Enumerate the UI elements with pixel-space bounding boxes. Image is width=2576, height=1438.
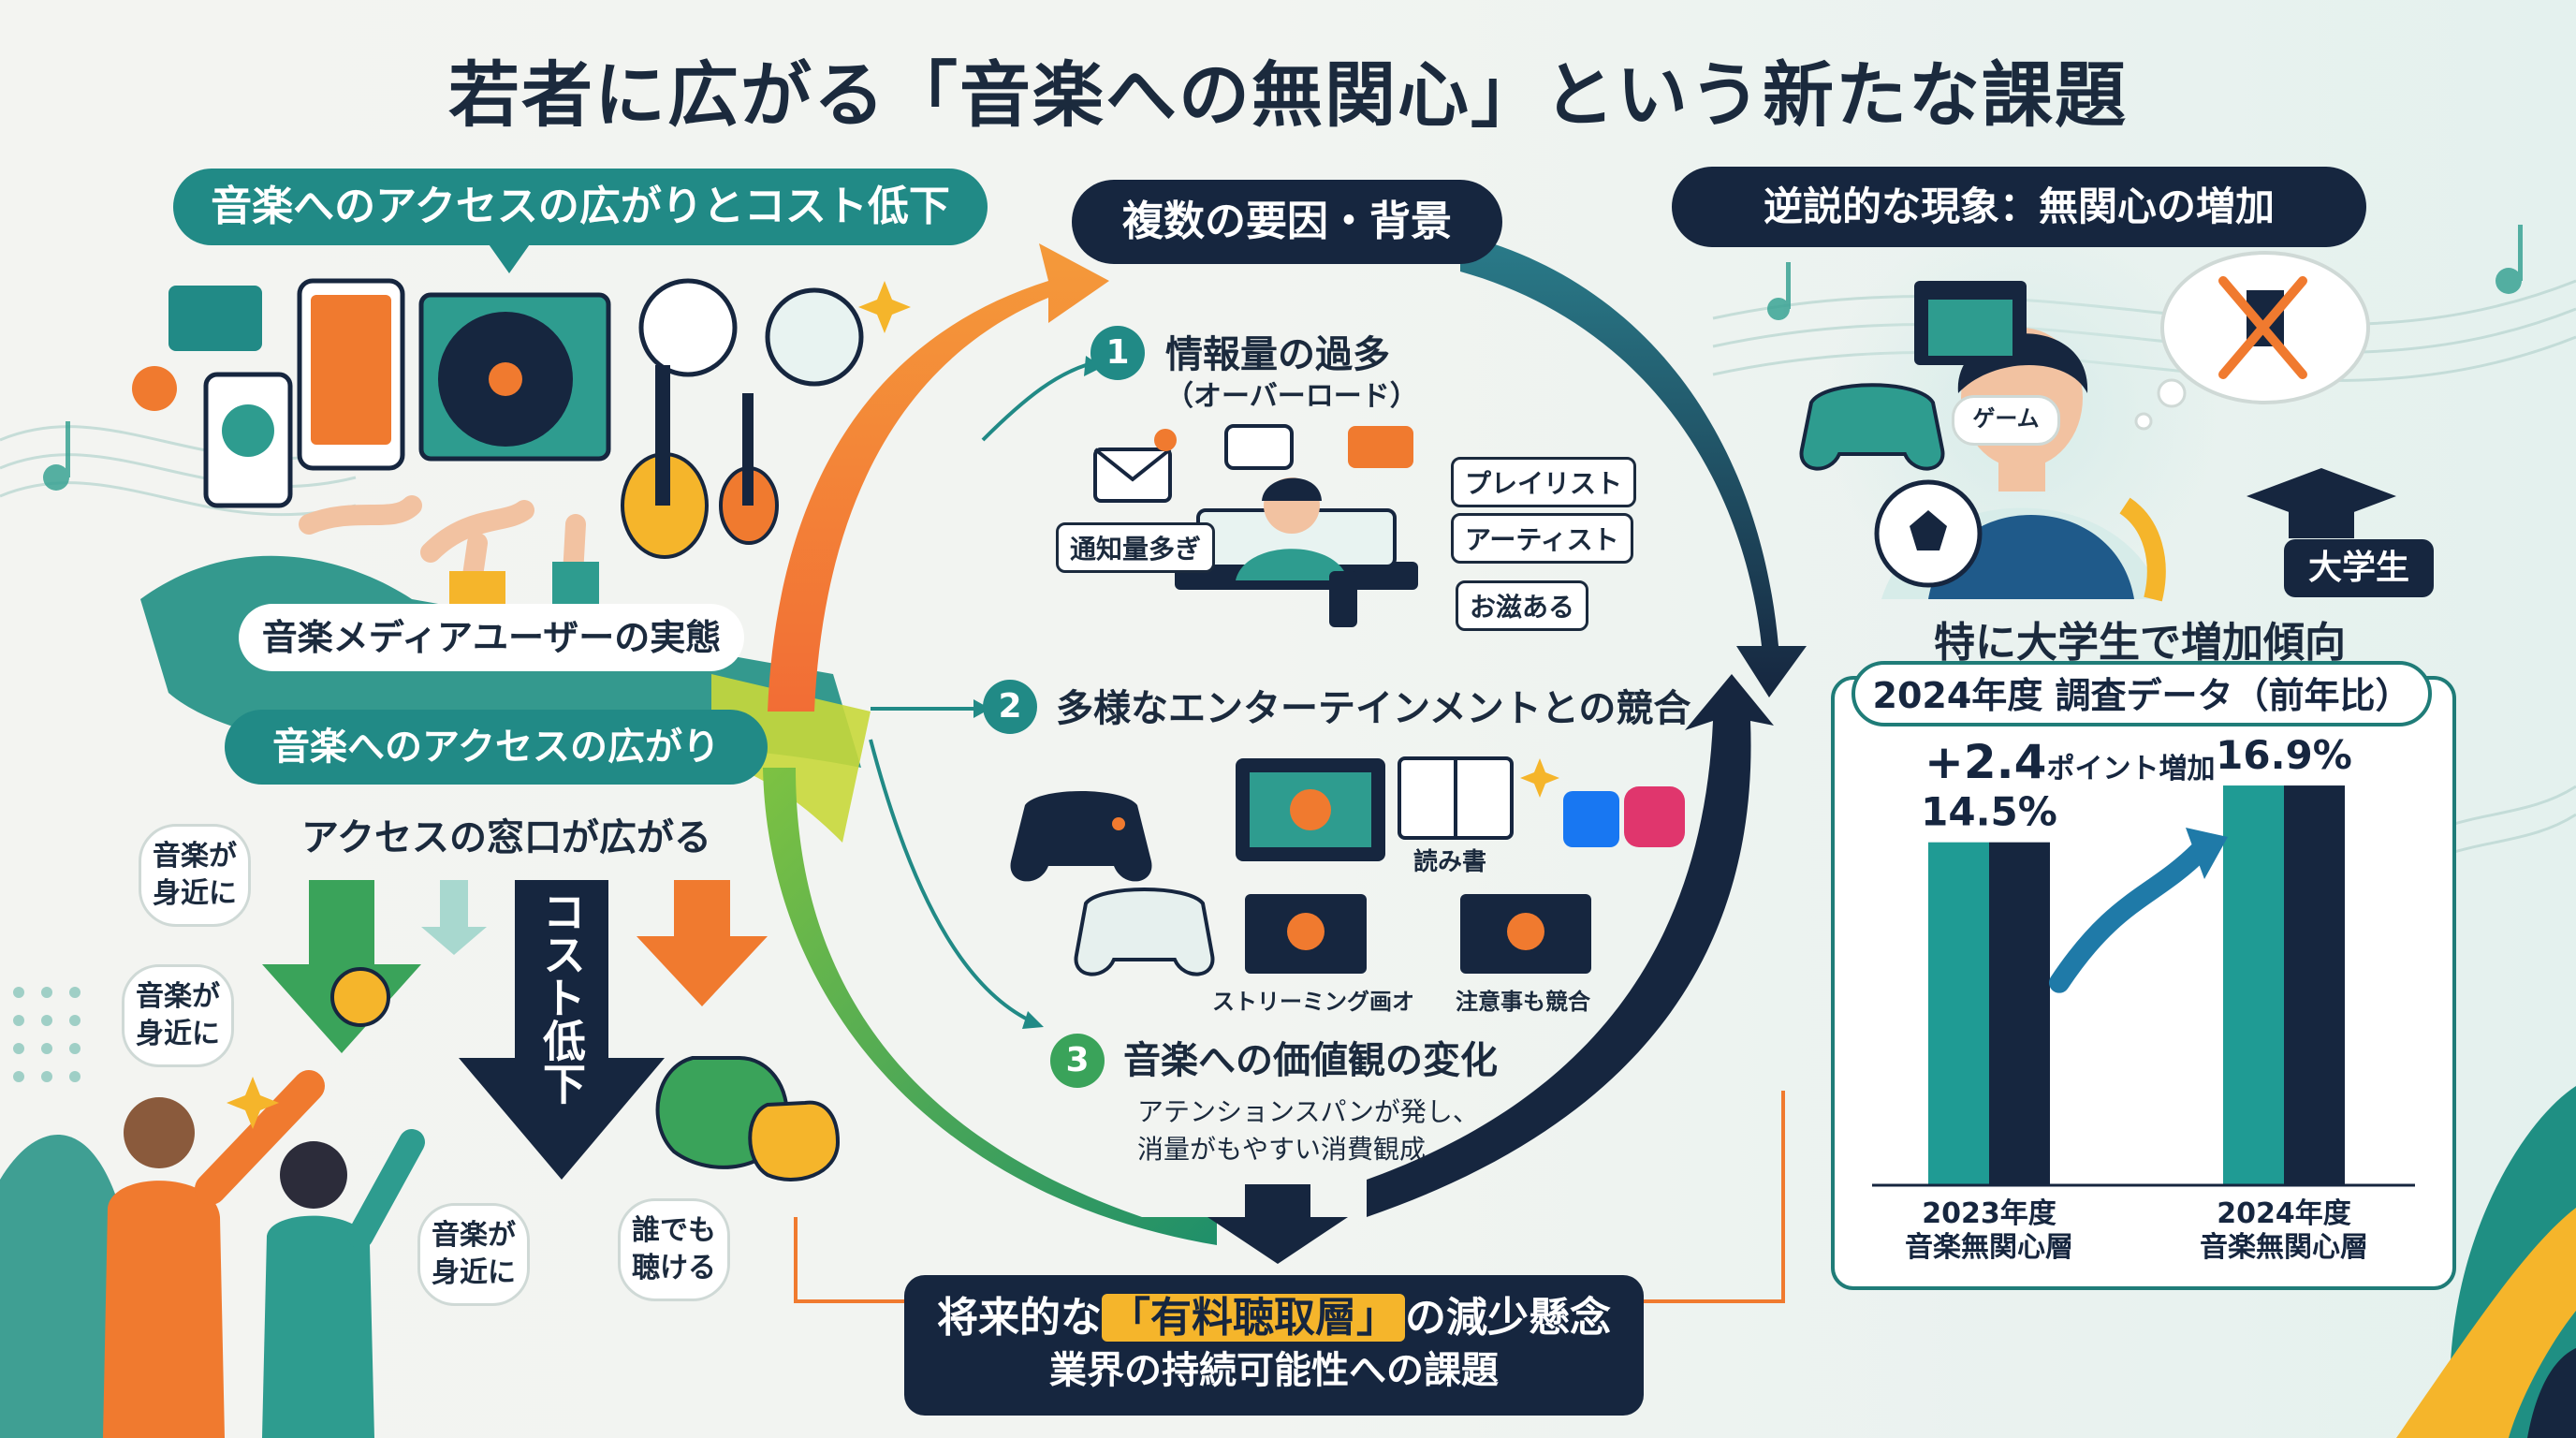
label-streaming: ストリーミング画オ xyxy=(1212,989,1414,1015)
trend-arrow xyxy=(2049,841,2210,993)
left-header: 音楽へのアクセスの広がりとコスト低下 xyxy=(173,169,988,245)
right-header: 逆説的な現象：無関心の増加 xyxy=(1672,167,2366,247)
bar-1-light xyxy=(1928,842,1989,1185)
bubble-near-2: 音楽が身近に xyxy=(122,964,234,1067)
bar-value-label-1: 14.5% xyxy=(1921,789,2057,835)
factor3-title: 音楽への価値観の変化 xyxy=(1123,1039,1498,1082)
conclusion-post: の減少懸念 xyxy=(1405,1294,1611,1342)
chart-title: 2024年度 調査データ（前年比） xyxy=(1852,661,2432,726)
cycle-arrow-green xyxy=(763,768,1217,1245)
game-bubble: ゲーム xyxy=(1952,395,2060,446)
feedback-line-left xyxy=(794,1217,904,1303)
left-header-pointer xyxy=(487,242,532,273)
conclusion-line-2: 業界の持続可能性への課題 xyxy=(1049,1349,1499,1392)
category-label-2-2: 音楽無関心層 xyxy=(2200,1231,2368,1264)
bubble-near-3: 音楽が身近に xyxy=(417,1203,530,1306)
factor3-desc-1: アテンションスパンが発し、 xyxy=(1137,1096,1479,1127)
bar-2-dark xyxy=(2284,785,2345,1185)
factor1-title: 情報量の過多 xyxy=(1165,333,1390,376)
page-title: 若者に広がる「音楽への無関心」という新たな課題 xyxy=(448,53,2128,137)
trend-arrow-head xyxy=(2186,828,2228,880)
cycle-arrow-navy-top xyxy=(1460,234,1807,697)
users-label: 音楽メディアユーザーの実態 xyxy=(239,604,744,671)
cost-label: コスト低下 xyxy=(536,889,587,1105)
bar-2-light xyxy=(2223,785,2284,1185)
factor2-number: 2 xyxy=(983,680,1037,734)
student-illustration xyxy=(1799,251,2396,602)
tag-artist: アーティスト xyxy=(1451,513,1633,564)
factor3-number: 3 xyxy=(1050,1034,1105,1088)
category-label-1-1: 2023年度 xyxy=(1922,1197,2056,1230)
tag-notifications: 通知量多ぎ xyxy=(1056,522,1216,573)
cycle-arrow-orange xyxy=(768,243,1109,712)
category-label-1-2: 音楽無関心層 xyxy=(1905,1231,2073,1264)
sparkles xyxy=(227,281,1559,1129)
bottom-down-arrow xyxy=(1208,1184,1348,1264)
devices-illustration xyxy=(132,278,864,627)
factor1-subtitle: （オーバーロード） xyxy=(1165,380,1418,413)
conclusion-highlight: 「有料聴取層」 xyxy=(1102,1294,1405,1342)
center-header: 複数の要因・背景 xyxy=(1072,180,1502,264)
category-label-2-1: 2024年度 xyxy=(2217,1197,2351,1230)
factor1-number: 1 xyxy=(1090,326,1145,380)
cycle-arrow-navy-right xyxy=(1367,674,1774,1217)
label-reading: 読み書 xyxy=(1413,848,1487,876)
conclusion-box: 将来的な「有料聴取層」の減少懸念 業界の持続可能性への課題 xyxy=(904,1275,1644,1416)
feedback-line-right xyxy=(1644,1091,1785,1303)
conclusion-pre: 将来的な xyxy=(937,1294,1102,1342)
bar-1-dark xyxy=(1989,842,2050,1185)
bar-value-label-2: 16.9% xyxy=(2216,732,2352,778)
music-notes xyxy=(43,225,2523,491)
access-label: 音楽へのアクセスの広がり xyxy=(225,710,768,785)
tag-playlist: プレイリスト xyxy=(1451,457,1637,507)
factor1-connector xyxy=(981,363,1087,442)
tag-other: お滋ある xyxy=(1456,580,1589,631)
student-badge: 大学生 xyxy=(2284,539,2434,597)
increase-annotation: +2.4ポイント増加 xyxy=(1925,735,2215,789)
label-attention: 注意事も競合 xyxy=(1456,989,1590,1015)
wave-right-navy xyxy=(2527,1348,2576,1438)
people-illustration xyxy=(103,1070,425,1438)
trend-label: 特に大学生で増加傾向 xyxy=(1934,619,2346,667)
wave-right-yellow xyxy=(2396,1208,2576,1438)
bubble-near-1: 音楽が身近に xyxy=(139,824,251,927)
overload-illustration xyxy=(1093,424,1418,627)
factor3-connector xyxy=(869,739,1031,1022)
factor2-title: 多様なエンターテインメントとの競合 xyxy=(1056,687,1691,730)
increase-annotation-unit: ポイント増加 xyxy=(2046,753,2215,785)
access-arrows xyxy=(262,880,841,1181)
survey-chart: 14.5%2023年度音楽無関心層16.9%2024年度音楽無関心層+2.4ポイ… xyxy=(1872,732,2415,1264)
entertainment-illustration xyxy=(1010,756,1685,976)
factor3-desc-2: 消量がもやすい消費観成 xyxy=(1137,1134,1427,1165)
dot-pattern-left xyxy=(13,987,80,1082)
window-label: アクセスの窓口が広がる xyxy=(301,816,711,859)
bubble-anyone: 誰でも聴ける xyxy=(618,1198,730,1301)
